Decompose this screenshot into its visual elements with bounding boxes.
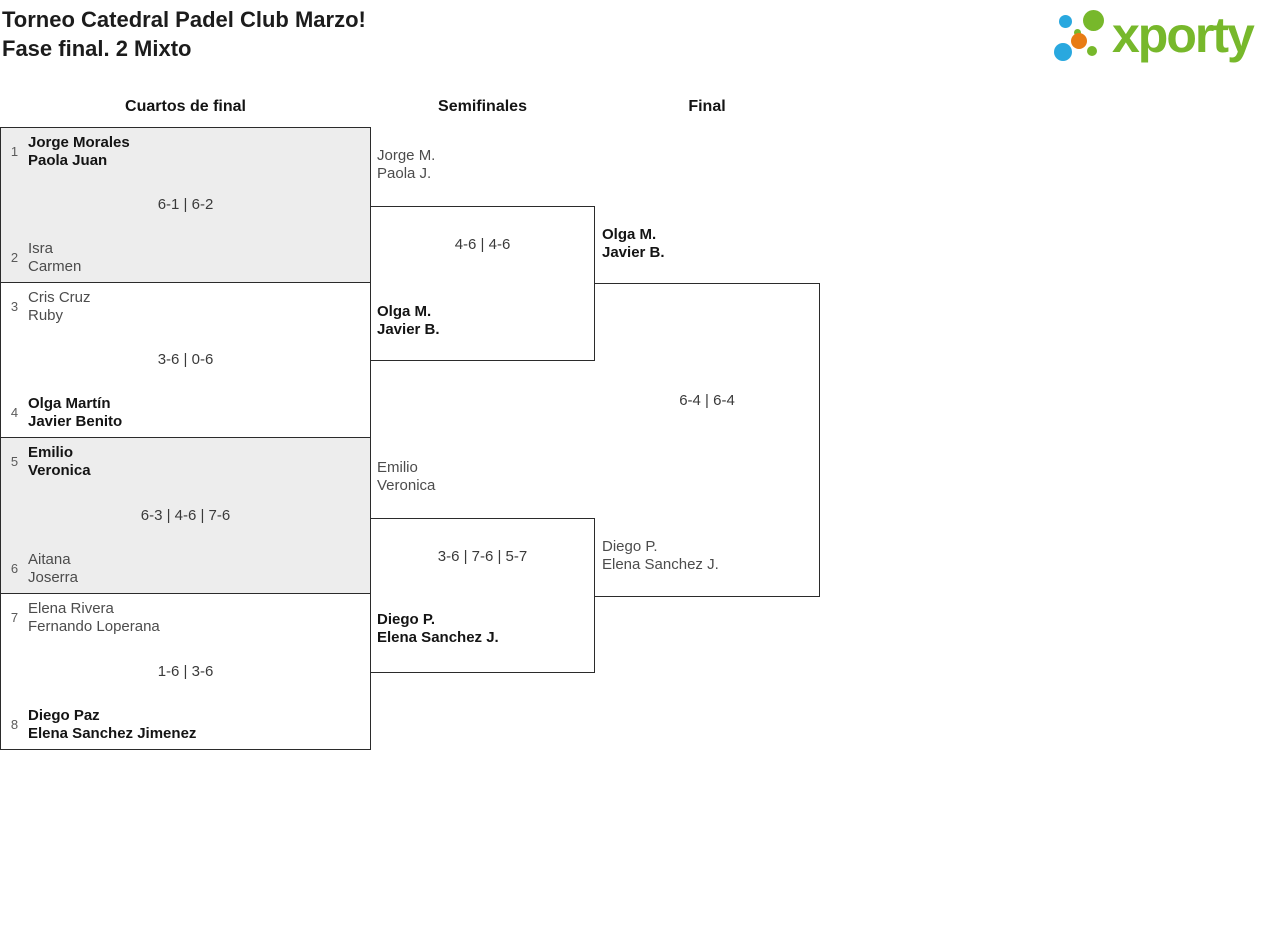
seed-number: 7 [10, 610, 19, 625]
round-header-cuartos: Cuartos de final [125, 98, 246, 115]
pair-row: 8 Diego Paz Elena Sanchez Jimenez [7, 707, 364, 743]
player-name: Veronica [377, 477, 436, 494]
player-name: Elena Sanchez Jimenez [28, 725, 197, 742]
seed-number: 4 [10, 405, 19, 420]
pair-row: 2 Isra Carmen [7, 240, 364, 276]
team-names-sf2-top: Emilio Veronica [377, 459, 435, 495]
player-name: Emilio [377, 459, 418, 476]
match-score: 3-6 | 0-6 [157, 351, 214, 368]
team-names-sf1-top: Jorge M. Paola J. [377, 147, 435, 183]
match-score: 1-6 | 3-6 [157, 662, 214, 680]
player-name: Diego P. [377, 611, 436, 628]
team-names: Olga Martín Javier Benito [28, 395, 122, 431]
player-name: Veronica [28, 462, 91, 479]
match-card-qf-1: 1 Jorge Morales Paola Juan 6-1 | 6-2 2 I… [0, 127, 371, 283]
player-name: Elena Sanchez J. [602, 556, 719, 573]
player-name: Elena Sanchez J. [377, 629, 499, 646]
match-card-qf-4: 7 Elena Rivera Fernando Loperana 1-6 | 3… [0, 593, 371, 750]
player-name: Paola J. [377, 165, 432, 182]
logo-dot-green-small-icon [1087, 46, 1097, 56]
player-name: Elena Rivera [28, 600, 114, 617]
team-names-sf2-bottom: Diego P. Elena Sanchez J. [377, 611, 499, 647]
pair-row: 3 Cris Cruz Ruby [7, 289, 364, 325]
player-name: Diego Paz [28, 707, 100, 724]
seed-number: 2 [10, 250, 19, 265]
connector-box-final [594, 283, 820, 597]
player-name: Jorge M. [377, 147, 436, 164]
match-card-qf-2: 3 Cris Cruz Ruby 3-6 | 0-6 4 Olga Martín… [0, 282, 371, 438]
player-name: Javier B. [377, 321, 440, 338]
player-name: Jorge Morales [28, 134, 130, 151]
team-names-final-top: Olga M. Javier B. [602, 226, 665, 262]
team-names: Isra Carmen [28, 240, 81, 276]
match-score: 6-1 | 6-2 [157, 196, 214, 213]
logo-dot-green-tiny-icon [1074, 29, 1081, 36]
player-name: Javier B. [602, 244, 665, 261]
pair-row: 4 Olga Martín Javier Benito [7, 395, 364, 431]
player-name: Aitana [28, 551, 71, 568]
player-name: Joserra [28, 569, 79, 586]
page-title-line2: Fase final. 2 Mixto [2, 36, 192, 61]
seed-number: 5 [10, 454, 19, 469]
player-name: Isra [28, 240, 54, 257]
connector-box-sf2 [370, 518, 595, 673]
player-name: Fernando Loperana [28, 618, 160, 635]
logo-dot-blue-large-icon [1054, 43, 1072, 61]
player-name: Carmen [28, 258, 82, 275]
page-title-line1: Torneo Catedral Padel Club Marzo! [2, 7, 366, 32]
player-name: Ruby [28, 307, 64, 324]
logo-wordmark: xporty [1112, 7, 1255, 63]
pair-row: 1 Jorge Morales Paola Juan [7, 134, 364, 170]
pair-row: 6 Aitana Joserra [7, 551, 364, 587]
seed-number: 8 [10, 717, 19, 732]
team-names: Aitana Joserra [28, 551, 78, 587]
match-score-final: 6-4 | 6-4 [679, 392, 735, 409]
team-names: Elena Rivera Fernando Loperana [28, 600, 160, 636]
player-name: Olga Martín [28, 395, 111, 412]
team-names: Cris Cruz Ruby [28, 289, 91, 325]
player-name: Emilio [28, 444, 74, 461]
match-score-sf1: 4-6 | 4-6 [454, 236, 511, 253]
team-names: Diego Paz Elena Sanchez Jimenez [28, 707, 196, 743]
player-name: Paola Juan [28, 152, 108, 169]
team-names-sf1-bottom: Olga M. Javier B. [377, 303, 440, 339]
player-name: Javier Benito [28, 413, 123, 430]
team-names: Jorge Morales Paola Juan [28, 134, 130, 170]
round-header-final: Final [688, 98, 726, 115]
pair-row: 5 Emilio Veronica [7, 444, 364, 480]
logo-dot-blue-small-icon [1059, 15, 1072, 28]
team-names-final-bottom: Diego P. Elena Sanchez J. [602, 538, 719, 574]
xporty-logo[interactable] [1050, 0, 1278, 72]
player-name: Olga M. [377, 303, 432, 320]
pair-row: 7 Elena Rivera Fernando Loperana [7, 600, 364, 636]
player-name: Diego P. [602, 538, 658, 555]
match-score-sf2: 3-6 | 7-6 | 5-7 [437, 548, 528, 565]
round-header-semifinales: Semifinales [438, 98, 527, 115]
player-name: Cris Cruz [28, 289, 91, 306]
team-names: Emilio Veronica [28, 444, 91, 480]
seed-number: 6 [10, 561, 19, 576]
player-name: Olga M. [602, 226, 657, 243]
seed-number: 3 [10, 299, 19, 314]
match-score: 6-3 | 4-6 | 7-6 [140, 506, 231, 524]
seed-number: 1 [10, 144, 19, 159]
match-card-qf-3: 5 Emilio Veronica 6-3 | 4-6 | 7-6 6 Aita… [0, 437, 371, 594]
logo-dot-orange-icon [1071, 33, 1087, 49]
logo-dot-green-large-icon [1083, 10, 1104, 31]
page-title: Torneo Catedral Padel Club Marzo! Fase f… [2, 5, 366, 63]
